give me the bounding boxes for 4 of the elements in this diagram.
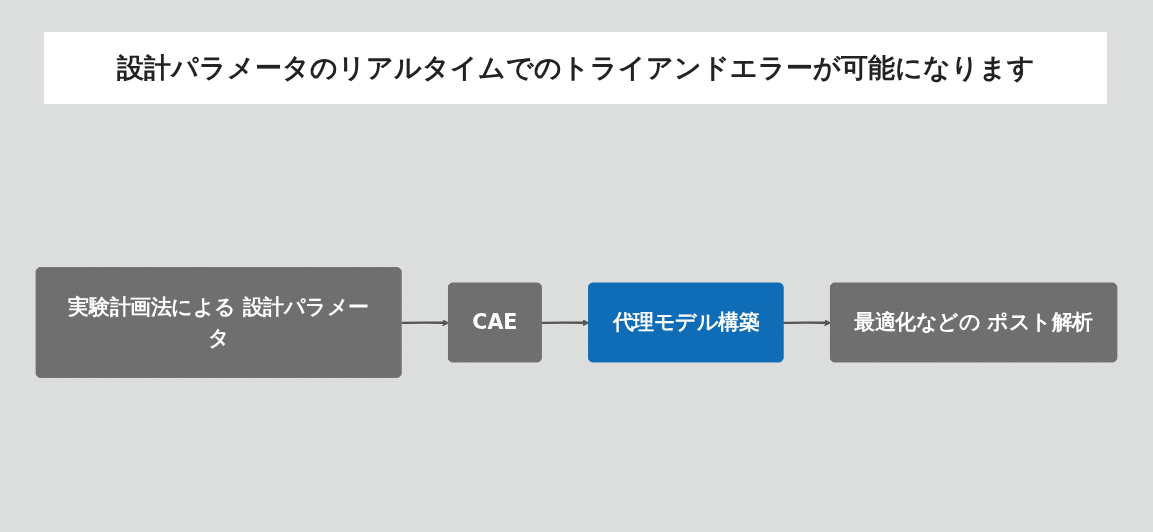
arrow — [541, 319, 590, 327]
arrow — [401, 319, 450, 327]
heading-banner: 設計パラメータのリアルタイムでのトライアンドエラーが可能になります — [44, 32, 1107, 104]
arrow — [783, 319, 832, 327]
